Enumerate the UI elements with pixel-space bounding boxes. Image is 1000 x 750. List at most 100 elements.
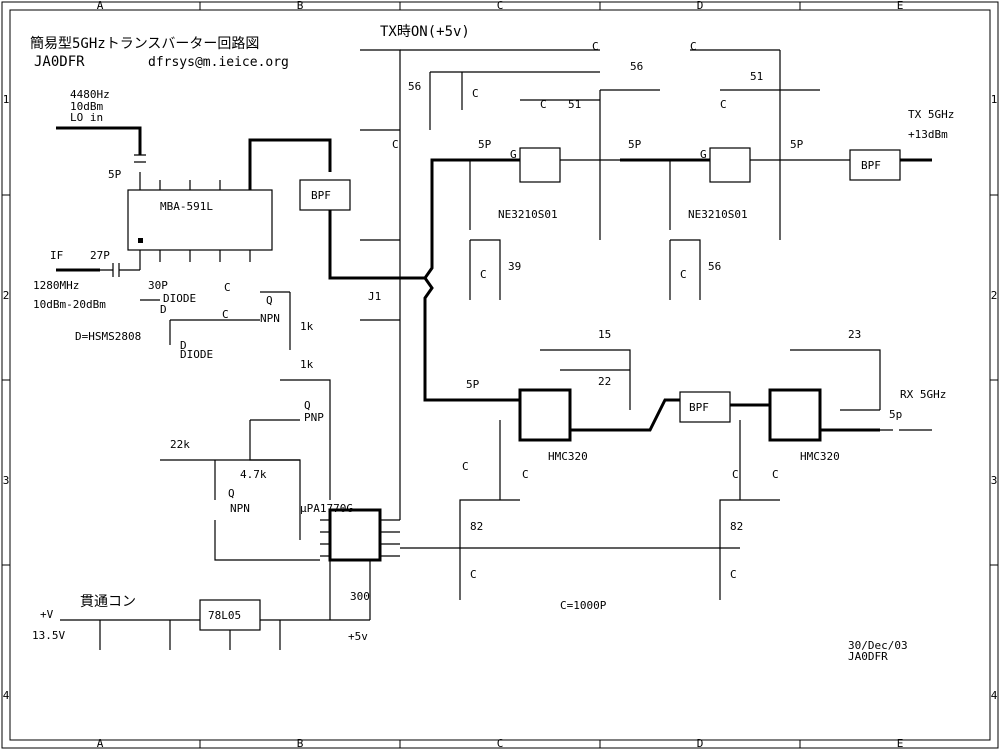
bias-ic-label: μPA1770G <box>300 502 353 515</box>
row-label-1-right: 1 <box>991 93 998 106</box>
supply-rail-label: +5v <box>348 630 368 643</box>
col-label-d-bottom: D <box>697 737 704 750</box>
diode-label-1: DIODE <box>163 292 196 305</box>
author-callsign: JA0DFR <box>34 54 85 70</box>
diode-d-1: D <box>160 303 167 316</box>
fet-gate-mark-2: G <box>700 148 707 161</box>
col-label-d: D <box>697 0 704 12</box>
cap-c-rx3: C <box>470 568 477 581</box>
col-label-e-bottom: E <box>897 737 904 750</box>
diode-note: D=HSMS2808 <box>75 330 141 343</box>
fet-tx-1: G NE3210S01 <box>498 147 561 221</box>
diode-d-2: D <box>180 339 187 352</box>
lna-rx-2: HMC320 <box>768 388 840 463</box>
res-56-tx2: 56 <box>708 260 721 273</box>
res-51-tx1: 51 <box>568 98 581 111</box>
q2-type: PNP <box>304 411 324 424</box>
fet-tx-2: G NE3210S01 <box>688 147 751 221</box>
cap-5p-tx2: 5P <box>628 138 642 151</box>
bpf-tx-1: BPF <box>299 179 351 211</box>
capacitor-note: C=1000P <box>560 599 607 612</box>
res-56-tx: 56 <box>408 80 421 93</box>
diode-label-2: DIODE <box>180 348 213 361</box>
q2-label: Q <box>304 399 311 412</box>
q1-label: Q <box>266 294 273 307</box>
cap-5p-tx3: 5P <box>790 138 804 151</box>
lna-rx-2-label: HMC320 <box>800 450 840 463</box>
res-39: 39 <box>508 260 521 273</box>
cap-c-rx6: C <box>730 568 737 581</box>
res-300: 300 <box>350 590 370 603</box>
res-15: 15 <box>598 328 611 341</box>
row-label-1: 1 <box>3 93 10 106</box>
cap-5p-lo: 5P <box>108 168 122 181</box>
col-label-c: C <box>497 0 504 12</box>
bpf-tx-out: BPF <box>849 149 901 181</box>
cap-c-tx3: C <box>480 268 487 281</box>
cap-5p-tx1: 5P <box>478 138 492 151</box>
cap-c-rx1: C <box>462 460 469 473</box>
if-freq: 1280MHz <box>33 279 79 292</box>
fet-tx-2-label: NE3210S01 <box>688 208 748 221</box>
res-22k: 22k <box>170 438 190 451</box>
fet-tx-1-label: NE3210S01 <box>498 208 558 221</box>
regulator-label: 78L05 <box>208 609 241 622</box>
lo-level: 10dBm <box>70 100 103 113</box>
lo-freq: 4480Hz <box>70 88 110 101</box>
cap-5p-rx1: 5P <box>466 378 480 391</box>
col-label-e: E <box>897 0 904 12</box>
cap-c-tx4: C <box>540 98 547 111</box>
cap-c-bias2: C <box>222 308 229 321</box>
supply-input-voltage: 13.5V <box>32 629 65 642</box>
res-23: 23 <box>848 328 861 341</box>
cap-c-rx5: C <box>772 468 779 481</box>
bpf-rx-label: BPF <box>689 401 709 414</box>
bpf-tx-1-label: BPF <box>311 189 331 202</box>
q3-label: Q <box>228 487 235 500</box>
res-22: 22 <box>598 375 611 388</box>
cap-27p: 27P <box>90 249 110 262</box>
q1-type: NPN <box>260 312 280 325</box>
cap-c-tx2: C <box>472 87 479 100</box>
cap-c-tx8: C <box>720 98 727 111</box>
res-56-tx-top: 56 <box>630 60 643 73</box>
cap-c-rx2: C <box>522 468 529 481</box>
row-label-3: 3 <box>3 474 10 487</box>
row-label-4: 4 <box>3 689 10 702</box>
cap-5p-rx-in: 5p <box>889 408 902 421</box>
res-1k-b: 1k <box>300 358 314 371</box>
jumper-j1: J1 <box>368 290 381 303</box>
mixer-mba591l: MBA-591L 5P <box>108 154 273 270</box>
bpf-tx-out-label: BPF <box>861 159 881 172</box>
rx-in-label: RX 5GHz <box>900 388 946 401</box>
lna-rx-1-label: HMC320 <box>548 450 588 463</box>
tx-out-level: +13dBm <box>908 128 948 141</box>
bias-ic: μPA1770G <box>300 502 400 562</box>
if-label: IF <box>50 249 63 262</box>
bpf-rx: BPF <box>679 391 731 423</box>
cap-c-tx1: C <box>392 138 399 151</box>
author-email: dfrsys@m.ieice.org <box>148 55 289 70</box>
cap-c-tx6: C <box>680 268 687 281</box>
q3-type: NPN <box>230 502 250 515</box>
lna-rx-1: HMC320 <box>518 388 588 463</box>
if-level: 10dBm-20dBm <box>33 298 106 311</box>
drawing-signature: JA0DFR <box>848 650 888 663</box>
lo-label: LO in <box>70 111 103 124</box>
cap-c-tx7: C <box>690 40 697 53</box>
row-label-2-right: 2 <box>991 289 998 302</box>
row-label-3-right: 3 <box>991 474 998 487</box>
cap-30p: 30P <box>148 279 168 292</box>
col-label-b: B <box>297 0 304 12</box>
if-input: IF 1280MHz 10dBm-20dBm 27P <box>33 249 140 311</box>
res-51-tx2: 51 <box>750 70 763 83</box>
row-label-4-right: 4 <box>991 689 998 702</box>
fet-gate-mark-1: G <box>510 148 517 161</box>
col-label-b-bottom: B <box>297 737 304 750</box>
regulator-78l05: 78L05 <box>199 599 261 631</box>
lo-input: 4480Hz 10dBm LO in <box>56 88 142 155</box>
res-1k-a: 1k <box>300 320 314 333</box>
tx-out-label: TX 5GHz <box>908 108 954 121</box>
